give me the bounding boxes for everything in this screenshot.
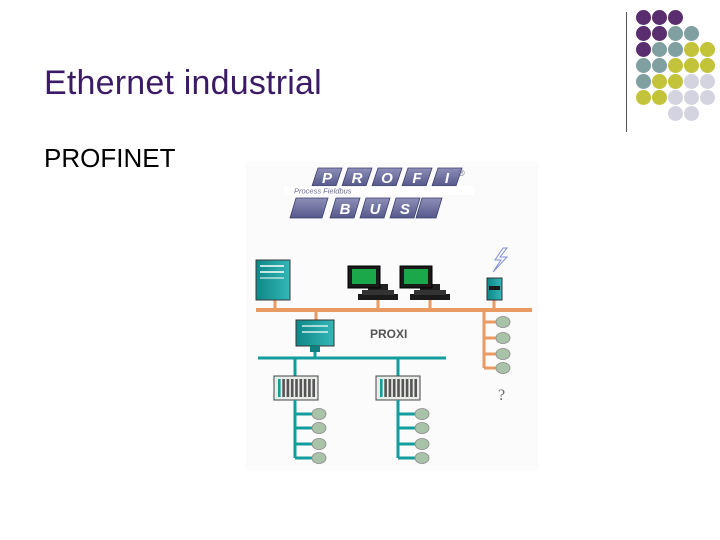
- decorative-dot: [636, 90, 651, 105]
- unknown-device-label: ?: [498, 387, 505, 404]
- profibus-logo: P R O F I B U S Process Fieldbus ®: [284, 167, 474, 219]
- decorative-dot: [700, 42, 715, 57]
- decorative-dot: [636, 26, 651, 41]
- logo-letter-box: B: [329, 197, 361, 219]
- decorative-dot: [652, 42, 667, 57]
- server-tower: [255, 259, 291, 301]
- logo-letter: O: [381, 170, 393, 187]
- decorative-dot: [668, 106, 683, 121]
- logo-letter: B: [340, 201, 351, 218]
- logo-letter: U: [370, 201, 382, 218]
- workstation-2: [399, 265, 450, 300]
- decorative-dot-grid: [636, 10, 716, 122]
- decorative-dot: [684, 74, 699, 89]
- logo-letter: P: [322, 170, 333, 187]
- decorative-dot: [684, 26, 699, 41]
- proxy-label: PROXI: [370, 327, 407, 341]
- decorative-dot: [652, 10, 667, 25]
- decorative-divider-line: [626, 12, 627, 132]
- logo-letter-box: O: [371, 167, 403, 187]
- decorative-dot: [684, 58, 699, 73]
- slide-subtitle: PROFINET: [44, 143, 176, 173]
- decorative-dot: [684, 90, 699, 105]
- decorative-dot: [636, 42, 651, 57]
- decorative-dot: [668, 58, 683, 73]
- decorative-dot: [636, 58, 651, 73]
- field-device: [311, 408, 327, 420]
- wireless-lightning-icon: [492, 247, 509, 273]
- logo-banner-text: Process Fieldbus: [294, 187, 352, 196]
- diagram-background: [246, 162, 538, 470]
- slide-title: Ethernet industrial: [44, 64, 322, 102]
- logo-letter-box: S: [389, 197, 421, 219]
- decorative-dot: [668, 74, 683, 89]
- decorative-dot: [700, 90, 715, 105]
- field-device: [495, 316, 511, 328]
- field-device: [495, 348, 511, 360]
- logo-letter-box: U: [359, 197, 391, 219]
- logo-bar-right: [415, 197, 443, 219]
- logo-letter: R: [352, 170, 363, 187]
- decorative-dot: [652, 26, 667, 41]
- logo-letter: I: [445, 170, 450, 187]
- field-device: [495, 362, 511, 374]
- field-device: [311, 452, 327, 464]
- profinet-network-diagram: P R O F I B U S Process Fieldbus ®: [246, 162, 538, 470]
- decorative-dot: [700, 58, 715, 73]
- proxy-device: [295, 319, 335, 352]
- io-device-right: [486, 277, 503, 301]
- decorative-dot: [652, 58, 667, 73]
- field-device: [414, 438, 430, 450]
- logo-letter: F: [412, 170, 422, 187]
- decorative-dot: [652, 74, 667, 89]
- logo-letter: S: [400, 201, 410, 218]
- decorative-dot: [684, 106, 699, 121]
- decorative-dot: [668, 42, 683, 57]
- registered-mark: ®: [458, 168, 465, 178]
- field-device: [311, 422, 327, 434]
- field-device: [311, 438, 327, 450]
- field-device: [495, 332, 511, 344]
- decorative-dot: [636, 10, 651, 25]
- decorative-dot: [652, 90, 667, 105]
- decorative-dot: [668, 10, 683, 25]
- decorative-dot: [636, 74, 651, 89]
- plc-right: [375, 375, 421, 401]
- plc-left: [273, 375, 319, 401]
- decorative-dot: [700, 74, 715, 89]
- logo-bar-left: [289, 197, 329, 219]
- field-device: [414, 422, 430, 434]
- decorative-dot: [684, 42, 699, 57]
- workstation-1: [347, 265, 398, 300]
- field-device: [414, 408, 430, 420]
- decorative-dot: [668, 90, 683, 105]
- field-device: [414, 452, 430, 464]
- decorative-dot: [668, 26, 683, 41]
